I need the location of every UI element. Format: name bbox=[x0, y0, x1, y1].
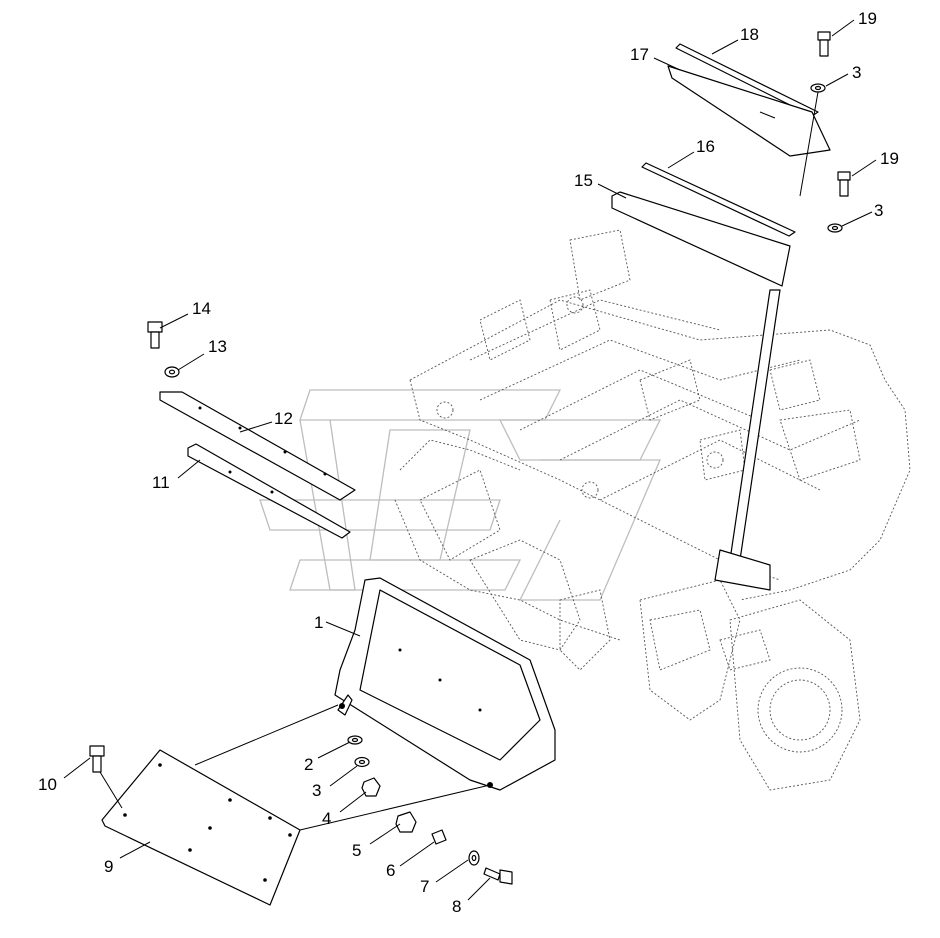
washer-3-middle bbox=[354, 756, 370, 768]
callout-19-lower: 19 bbox=[880, 149, 899, 168]
watermark-logo bbox=[259, 389, 662, 601]
callout-9: 9 bbox=[104, 857, 113, 876]
callout-5: 5 bbox=[352, 841, 361, 860]
callout-18: 18 bbox=[740, 25, 759, 44]
vertical-support-strip bbox=[714, 289, 781, 591]
callout-13: 13 bbox=[208, 337, 227, 356]
washer-3-lower bbox=[827, 223, 843, 233]
part-17-plate bbox=[667, 65, 831, 157]
callout-1: 1 bbox=[314, 613, 323, 632]
callout-6: 6 bbox=[386, 861, 395, 880]
callout-11: 11 bbox=[152, 473, 170, 492]
callout-3-middle: 3 bbox=[312, 781, 321, 800]
part-11-strip bbox=[187, 443, 351, 539]
bolt-8 bbox=[483, 867, 513, 885]
callout-15: 15 bbox=[574, 171, 593, 190]
bolt-19-lower bbox=[837, 171, 851, 197]
part-9-plate bbox=[101, 749, 301, 906]
part-16-strip bbox=[641, 162, 796, 237]
part-12-strip bbox=[159, 391, 356, 501]
callout-14: 14 bbox=[192, 299, 211, 318]
nut-4 bbox=[361, 777, 381, 797]
callout-12: 12 bbox=[274, 409, 293, 428]
callout-7: 7 bbox=[420, 877, 429, 896]
callout-4: 4 bbox=[322, 809, 331, 828]
callout-3-upper: 3 bbox=[852, 63, 861, 82]
washer-3-upper bbox=[810, 83, 826, 93]
callout-3-lower: 3 bbox=[874, 201, 883, 220]
nut-5 bbox=[395, 811, 417, 833]
washer-2 bbox=[347, 735, 363, 745]
callout-2: 2 bbox=[304, 755, 313, 774]
bolt-10 bbox=[89, 745, 123, 809]
callout-19-upper: 19 bbox=[858, 9, 877, 28]
callout-leaders bbox=[63, 19, 877, 901]
washer-13 bbox=[164, 366, 180, 378]
part-15-plate bbox=[611, 191, 791, 287]
callout-10: 10 bbox=[38, 775, 57, 794]
washer-7 bbox=[468, 850, 480, 866]
part-1-panel-assembly bbox=[334, 577, 556, 791]
callout-16: 16 bbox=[696, 137, 715, 156]
callout-numbers: 1 2 3 4 5 6 7 8 9 10 11 12 13 14 15 16 1… bbox=[38, 9, 899, 916]
bolt-19-upper bbox=[817, 31, 831, 57]
bolt-14 bbox=[147, 321, 163, 349]
callout-8: 8 bbox=[452, 897, 461, 916]
spacer-6 bbox=[431, 829, 447, 845]
callout-17: 17 bbox=[630, 45, 649, 64]
